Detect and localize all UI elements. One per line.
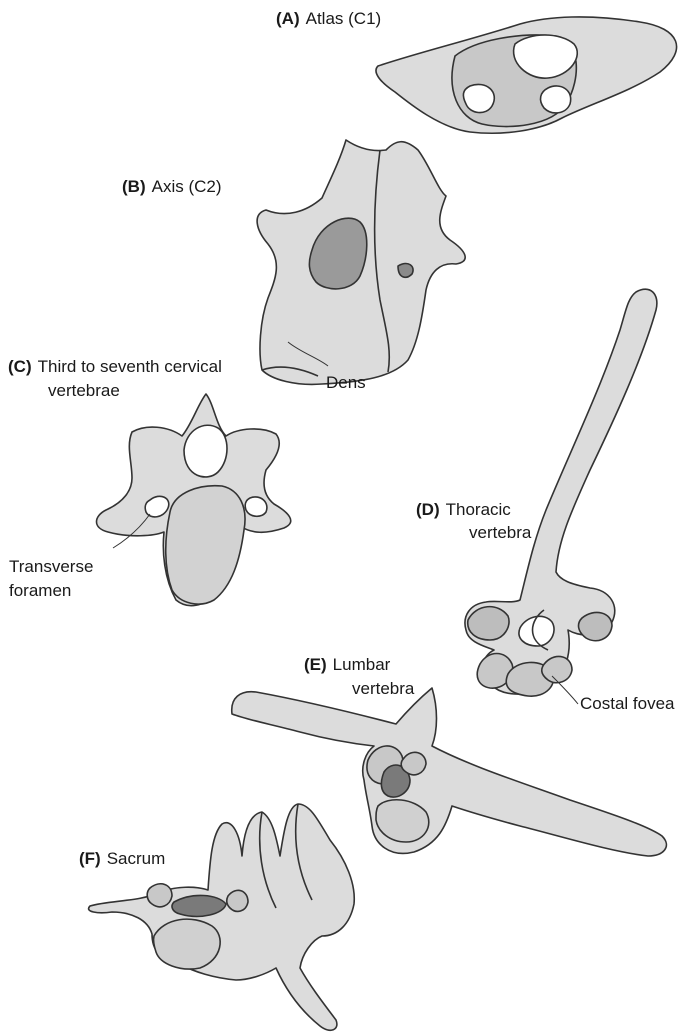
axis-drawing [257, 140, 465, 384]
label-sacrum: (F)Sacrum [79, 848, 165, 869]
label-thoracic: (D)Thoracic [416, 499, 511, 520]
sacrum-drawing [89, 804, 355, 1030]
label-axis: (B)Axis (C2) [122, 176, 222, 197]
atlas-drawing [376, 17, 677, 133]
label-cervical: (C)Third to seventh cervical [8, 356, 222, 377]
label-costal-fovea: Costal fovea [580, 693, 675, 714]
label-transverse-foramen-line2: foramen [9, 580, 71, 601]
label-cervical-line2: vertebrae [48, 380, 120, 401]
label-thoracic-line2: vertebra [469, 522, 531, 543]
label-dens: Dens [326, 372, 366, 393]
label-lumbar-line2: vertebra [352, 678, 414, 699]
label-atlas: (A)Atlas (C1) [276, 8, 381, 29]
thoracic-vertebra-drawing [465, 289, 657, 696]
label-lumbar: (E)Lumbar [304, 654, 390, 675]
label-transverse-foramen: Transverse [9, 556, 93, 577]
cervical-vertebra-drawing [97, 394, 291, 606]
